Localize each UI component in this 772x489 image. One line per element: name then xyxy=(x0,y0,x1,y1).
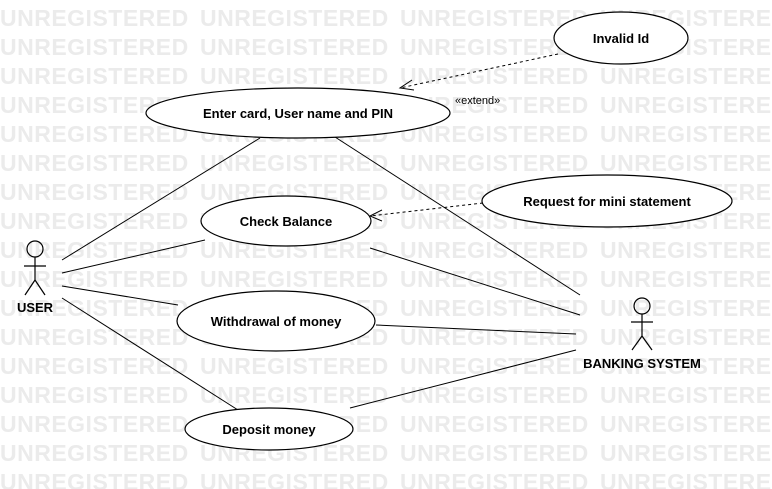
assoc-user-check-balance xyxy=(61,239,206,274)
banking-system-stick-figure-icon xyxy=(631,297,653,351)
mini-statement-ellipse xyxy=(481,174,733,228)
extend-dependencies: «extend» xyxy=(368,53,559,222)
watermark-text: UNREGISTERED xyxy=(200,266,389,292)
use-case-withdrawal[interactable]: Withdrawal of money xyxy=(176,290,376,352)
assoc-deposit-banking xyxy=(349,349,577,409)
assoc-withdrawal-banking xyxy=(375,324,577,335)
watermark-text: UNREGISTERED xyxy=(0,5,189,31)
assoc-check-balance-banking xyxy=(369,247,581,316)
watermark-text: UNREGISTERED xyxy=(200,353,389,379)
watermark-text: UNREGISTERED xyxy=(400,440,589,466)
watermark-text: UNREGISTERED xyxy=(600,266,772,292)
user-label: USER xyxy=(17,300,54,315)
mini-statement-label: Request for mini statement xyxy=(523,194,691,209)
watermark-text: UNREGISTERED xyxy=(400,382,589,408)
watermark-text: UNREGISTERED xyxy=(600,440,772,466)
watermark-text: UNREGISTERED xyxy=(400,411,589,437)
watermark-text: UNREGISTERED xyxy=(0,324,189,350)
watermark-text: UNREGISTERED xyxy=(600,353,772,379)
watermark-text: UNREGISTERED xyxy=(0,63,189,89)
extend-invalid-id-arrowhead xyxy=(398,79,415,91)
watermark-text: UNREGISTERED xyxy=(600,469,772,489)
watermark-text: UNREGISTERED xyxy=(600,92,772,118)
watermark-text: UNREGISTERED xyxy=(400,353,589,379)
withdrawal-ellipse xyxy=(176,290,376,352)
watermark-text: UNREGISTERED xyxy=(0,179,189,205)
withdrawal-label: Withdrawal of money xyxy=(211,314,342,329)
actor-user[interactable]: USER xyxy=(17,240,54,315)
watermark-text: UNREGISTERED xyxy=(0,34,189,60)
watermark-text: UNREGISTERED xyxy=(400,469,589,489)
watermark-text: UNREGISTERED xyxy=(400,150,589,176)
watermark-text: UNREGISTERED xyxy=(200,382,389,408)
watermark-text: UNREGISTERED xyxy=(0,266,189,292)
watermark-text: UNREGISTERED xyxy=(400,324,589,350)
use-case-invalid-id[interactable]: Invalid Id xyxy=(553,11,689,65)
watermark-text: UNREGISTERED xyxy=(0,121,189,147)
watermark-text: UNREGISTERED xyxy=(200,34,389,60)
extend-label: «extend» xyxy=(455,95,500,107)
watermark-text: UNREGISTERED xyxy=(0,150,189,176)
assoc-user-enter-card xyxy=(61,137,261,261)
assoc-user-withdrawal xyxy=(61,285,179,306)
watermark-text: UNREGISTERED xyxy=(600,411,772,437)
associations xyxy=(61,136,581,411)
assoc-enter-card-banking xyxy=(334,136,581,296)
watermark-text: UNREGISTERED xyxy=(0,382,189,408)
user-stick-figure-icon xyxy=(24,240,46,296)
watermark-text: UNREGISTERED xyxy=(0,208,189,234)
watermark-text: UNREGISTERED xyxy=(600,63,772,89)
watermark-text: UNREGISTERED xyxy=(600,324,772,350)
actor-banking-system[interactable]: BANKING SYSTEM xyxy=(583,297,701,371)
watermark-text: UNREGISTERED xyxy=(600,121,772,147)
use-case-check-balance[interactable]: Check Balance xyxy=(200,195,372,247)
watermark-text: UNREGISTERED xyxy=(600,295,772,321)
watermark-text: UNREGISTERED xyxy=(400,237,589,263)
watermark-text: UNREGISTERED xyxy=(200,469,389,489)
banking-system-label: BANKING SYSTEM xyxy=(583,356,701,371)
use-case-mini-statement[interactable]: Request for mini statement xyxy=(481,174,733,228)
watermark-text: UNREGISTERED xyxy=(400,5,589,31)
extend-mini-statement-line xyxy=(369,202,484,217)
invalid-id-label: Invalid Id xyxy=(593,31,649,46)
enter-card-label: Enter card, User name and PIN xyxy=(203,106,393,121)
deposit-label: Deposit money xyxy=(222,422,316,437)
extend-invalid-id-line xyxy=(399,53,559,89)
watermark-text: UNREGISTERED xyxy=(400,63,589,89)
watermark-text: UNREGISTERED xyxy=(0,411,189,437)
enter-card-ellipse xyxy=(145,87,451,139)
deposit-ellipse xyxy=(184,407,354,451)
watermark-layer: UNREGISTERED UNREGISTERED UNREGISTERED UNRE… xyxy=(0,5,772,489)
watermark-text: UNREGISTERED xyxy=(0,440,189,466)
watermark-text: UNREGISTERED xyxy=(0,353,189,379)
check-balance-label: Check Balance xyxy=(240,214,333,229)
watermark-text: UNREGISTERED xyxy=(600,150,772,176)
assoc-user-deposit xyxy=(61,297,239,411)
check-balance-ellipse xyxy=(200,195,372,247)
invalid-id-ellipse xyxy=(553,11,689,65)
watermark-text: UNREGISTERED xyxy=(0,295,189,321)
use-case-deposit[interactable]: Deposit money xyxy=(184,407,354,451)
watermark-text: UNREGISTERED xyxy=(600,237,772,263)
use-case-enter-card[interactable]: Enter card, User name and PIN xyxy=(145,87,451,139)
watermark-text: UNREGISTERED xyxy=(600,382,772,408)
watermark-text: UNREGISTERED xyxy=(0,469,189,489)
watermark-text: UNREGISTERED xyxy=(400,295,589,321)
watermark-text: UNREGISTERED xyxy=(200,5,389,31)
watermark-text: UNREGISTERED xyxy=(200,63,389,89)
watermark-text: UNREGISTERED xyxy=(200,150,389,176)
